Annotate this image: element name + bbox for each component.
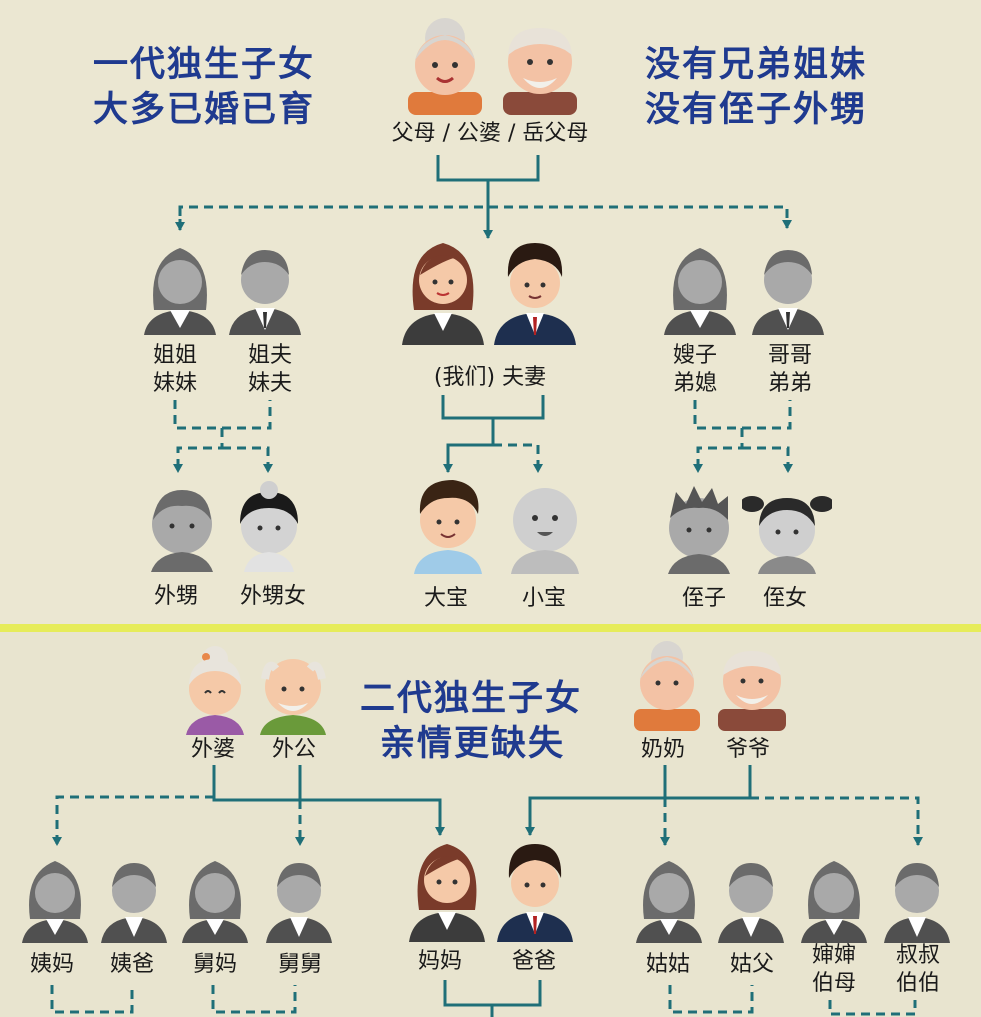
nephew-sister-label: 外甥	[146, 583, 206, 611]
sister-in-law-silhouette	[660, 240, 740, 335]
grandpa-avatar-top	[495, 10, 585, 115]
mother-label: 妈妈	[408, 948, 472, 976]
maternal-grandpa-avatar	[256, 645, 331, 735]
dashed-bottom-right-2	[830, 1000, 915, 1014]
aunt-by-marriage-father-side-label: 婶婶伯母	[802, 942, 866, 998]
niece-brother-avatar	[742, 482, 832, 574]
line-couple-to-children	[443, 395, 543, 472]
aunt-by-marriage-mother-side-silhouette	[178, 855, 252, 943]
dashed-sisters-to-children	[175, 400, 270, 472]
eldest-child-avatar	[408, 474, 488, 574]
youngest-child-label: 小宝	[514, 585, 574, 613]
maternal-grandpa-label: 外公	[264, 736, 324, 764]
uncle-mother-side-label: 舅舅	[268, 951, 332, 979]
title-second-gen-line1: 二代独生子女	[360, 677, 582, 721]
dashed-bottom-left-2	[213, 985, 295, 1012]
aunt-by-marriage-father-side-silhouette	[797, 855, 871, 943]
parents-label: 父母 / 公婆 / 岳父母	[370, 120, 610, 148]
dashed-maternal-to-aunt	[57, 797, 214, 845]
maternal-grandma-avatar	[180, 643, 250, 735]
paternal-grandma-label: 奶奶	[633, 736, 693, 764]
niece-sister-label: 外甥女	[228, 583, 318, 611]
uncle-father-side-label: 叔叔伯伯	[886, 942, 950, 998]
line-maternal-grandparents	[214, 765, 440, 835]
nephew-sister-avatar	[143, 482, 221, 572]
youngest-child-avatar	[505, 474, 585, 574]
nephew-brother-label: 侄子	[674, 585, 734, 613]
aunt-mother-side-label: 姨妈	[20, 951, 84, 979]
dashed-paternal-to-uncle	[750, 798, 918, 845]
niece-sister-avatar	[230, 478, 308, 572]
title-left-line1: 一代独生子女	[93, 43, 315, 87]
title-right-line1: 没有兄弟姐妹	[645, 43, 867, 87]
paternal-grandpa-avatar	[712, 635, 792, 731]
sister-label: 姐姐妹妹	[145, 342, 205, 398]
dashed-bottom-left-1	[52, 985, 132, 1012]
title-second-gen-line2: 亲情更缺失	[380, 722, 565, 766]
title-right-line2: 没有侄子外甥	[645, 88, 867, 132]
mother-avatar	[405, 838, 489, 942]
aunt-by-marriage-mother-side-label: 舅妈	[183, 951, 247, 979]
niece-brother-label: 侄女	[755, 585, 815, 613]
dashed-couple-to-youngest	[493, 445, 538, 472]
dashed-bottom-right-1	[670, 985, 752, 1012]
uncle-father-side-silhouette	[880, 855, 954, 943]
uncle-by-marriage-mother-side-silhouette	[97, 855, 171, 943]
eldest-child-label: 大宝	[416, 585, 476, 613]
sister-husband-label: 姐夫妹夫	[240, 342, 300, 398]
uncle-mother-side-silhouette	[262, 855, 336, 943]
title-left-line2: 大多已婚已育	[93, 88, 315, 132]
aunt-father-side-silhouette	[632, 855, 706, 943]
dashed-brothers-to-niece	[742, 448, 788, 472]
couple-label: (我们) 夫妻	[405, 364, 575, 392]
dashed-sisters-to-niece	[222, 448, 268, 472]
maternal-grandma-label: 外婆	[183, 736, 243, 764]
father-avatar	[493, 838, 577, 942]
sister-silhouette	[140, 240, 220, 335]
sister-husband-silhouette	[225, 240, 305, 335]
brother-silhouette	[748, 240, 828, 335]
wife-avatar-top	[398, 235, 488, 345]
aunt-mother-side-silhouette	[18, 855, 92, 943]
line-parents-to-couple	[438, 155, 538, 238]
line-paternal-grandparents	[530, 765, 750, 835]
father-label: 爸爸	[502, 948, 566, 976]
aunt-father-side-label: 姑姑	[636, 951, 700, 979]
uncle-by-marriage-mother-side-label: 姨爸	[100, 951, 164, 979]
sister-in-law-label: 嫂子弟媳	[665, 342, 725, 398]
nephew-brother-avatar	[660, 482, 738, 574]
paternal-grandma-avatar	[628, 635, 706, 731]
brother-label: 哥哥弟弟	[760, 342, 820, 398]
line-parents-to-child	[445, 980, 540, 1017]
paternal-grandpa-label: 爷爷	[718, 736, 778, 764]
grandma-avatar-top	[400, 10, 490, 115]
uncle-by-marriage-father-side-silhouette	[714, 855, 788, 943]
dashed-parents-to-siblings	[180, 207, 787, 228]
dashed-brothers-to-children	[695, 400, 790, 472]
husband-avatar-top	[490, 235, 580, 345]
uncle-by-marriage-father-side-label: 姑父	[720, 951, 784, 979]
